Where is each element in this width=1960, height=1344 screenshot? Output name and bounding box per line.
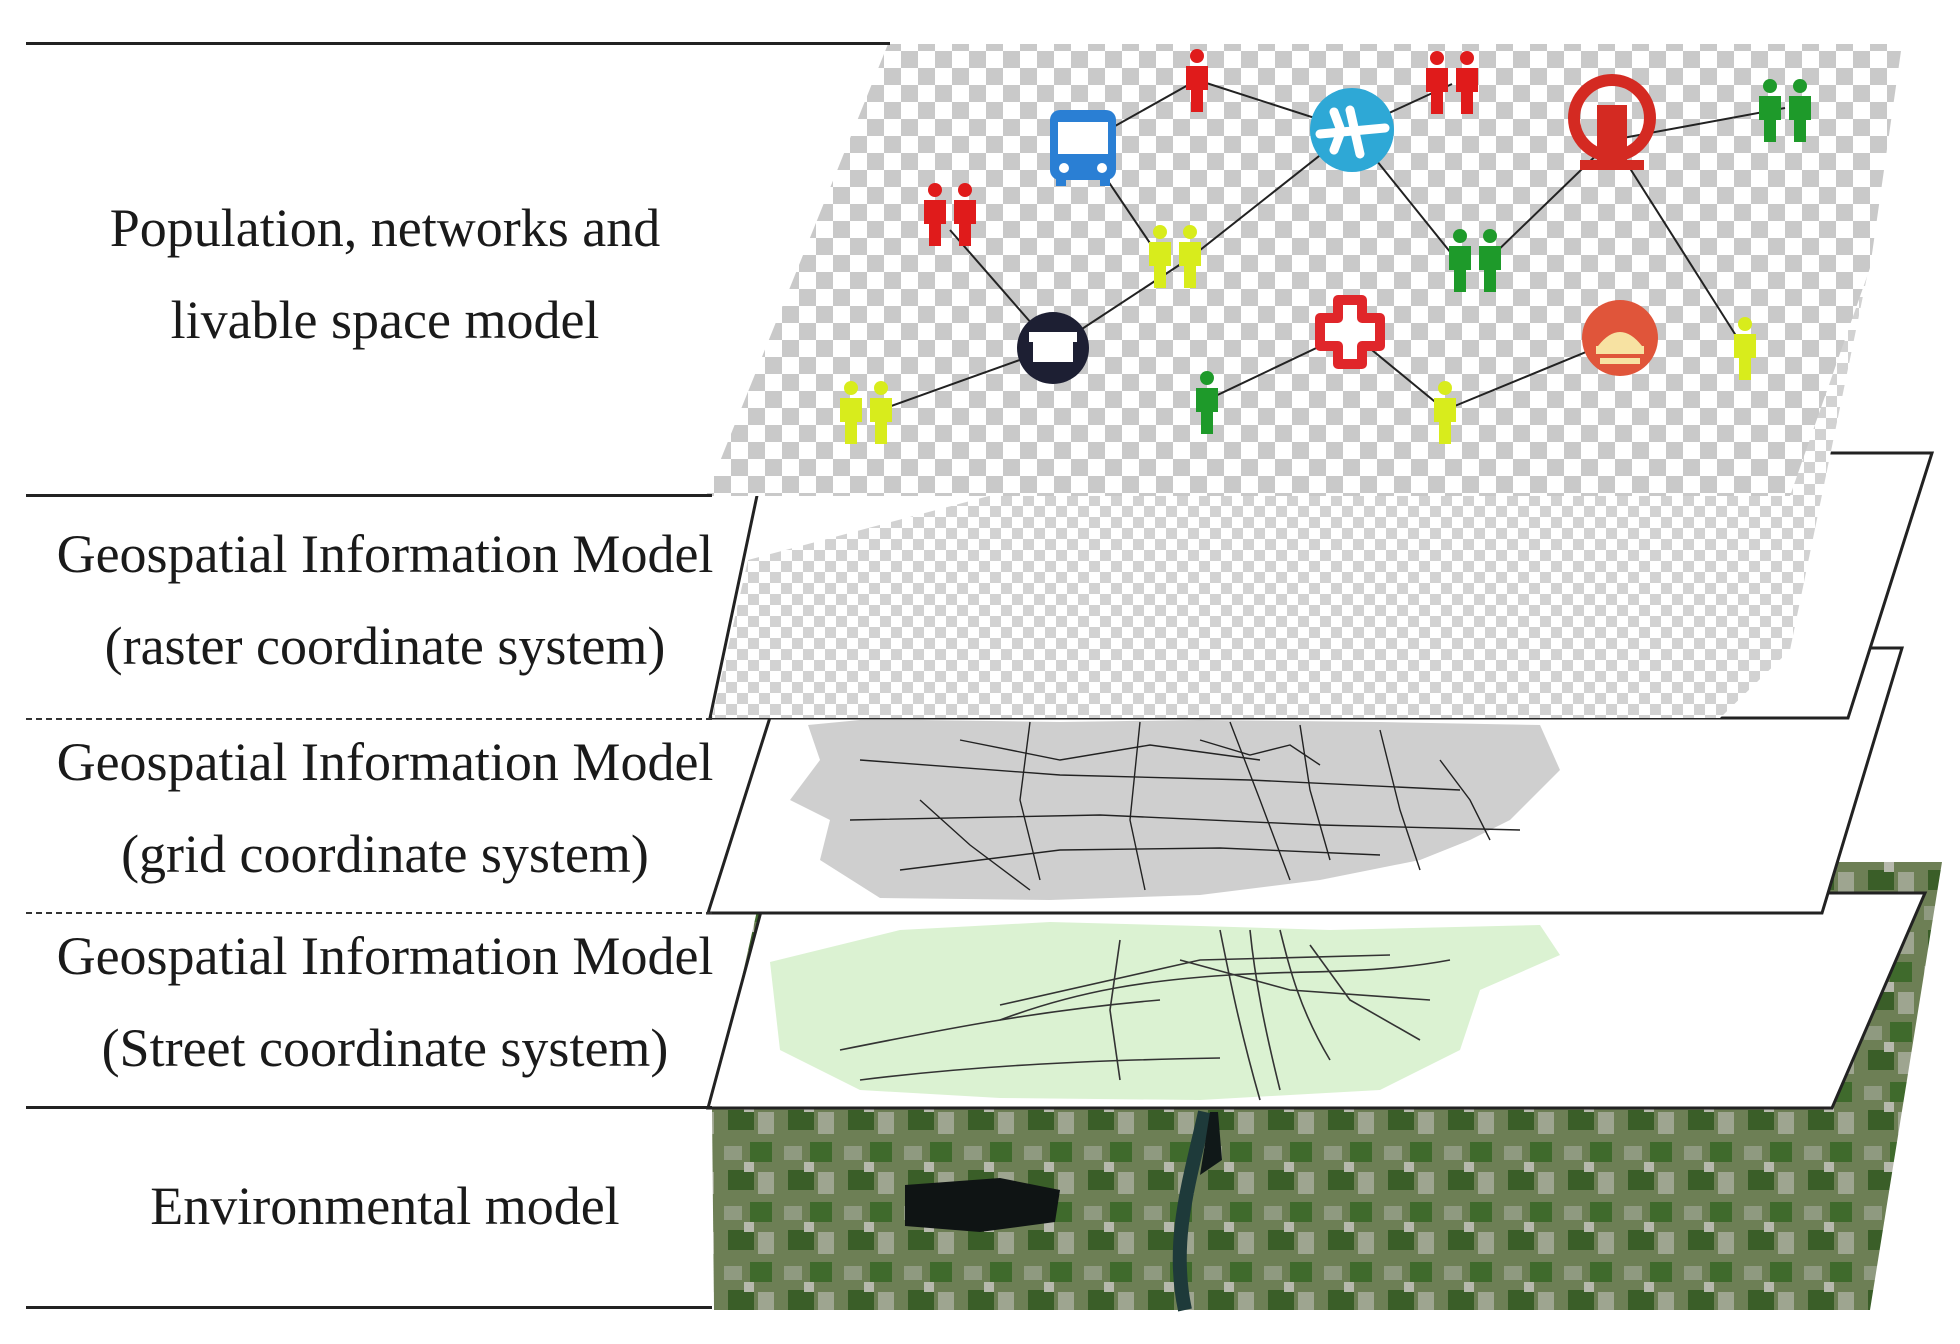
bottom-rule: [26, 1306, 712, 1309]
label-grid-layer: Geospatial Information Model (grid coord…: [0, 716, 770, 900]
label-environment-layer: Environmental model: [0, 1160, 770, 1252]
label-line: livable space model: [170, 290, 600, 350]
person-icon: [1759, 79, 1781, 142]
person-icon: [1179, 225, 1201, 288]
label-raster-layer: Geospatial Information Model (raster coo…: [0, 508, 770, 692]
rule-population-raster: [26, 494, 712, 497]
person-icon: [1186, 49, 1208, 112]
shop-icon: [1017, 312, 1089, 384]
lake: [905, 1178, 1060, 1232]
bus-icon: [1050, 110, 1116, 186]
person-icon: [1449, 229, 1471, 292]
grid-network: [849, 721, 1521, 891]
airplane-icon: [1310, 88, 1394, 172]
person-icon: [1196, 371, 1218, 434]
label-line: Geospatial Information Model: [56, 926, 714, 986]
person-icon: [1734, 317, 1756, 380]
railway-station-icon: [1568, 74, 1656, 170]
label-line: Population, networks and: [109, 198, 661, 258]
rule-grid-street: [26, 912, 712, 914]
label-line: Geospatial Information Model: [56, 524, 714, 584]
label-population-layer: Population, networks and livable space m…: [0, 182, 770, 366]
person-icon: [924, 183, 946, 246]
top-rule: [26, 42, 890, 45]
label-line: Geospatial Information Model: [56, 732, 714, 792]
label-line: Environmental model: [150, 1176, 620, 1236]
person-icon: [1479, 229, 1501, 292]
person-icon: [1426, 51, 1448, 114]
person-icon: [870, 381, 892, 444]
street-network: [839, 929, 1451, 1101]
person-icon: [1434, 381, 1456, 444]
person-icon: [954, 183, 976, 246]
label-line: (raster coordinate system): [104, 616, 666, 676]
person-icon: [1789, 79, 1811, 142]
river: [1172, 1110, 1212, 1312]
rule-raster-grid: [26, 718, 712, 720]
person-icon: [1456, 51, 1478, 114]
rule-street-environment: [26, 1106, 712, 1109]
street-region: [770, 922, 1560, 1100]
person-icon: [840, 381, 862, 444]
label-line: (Street coordinate system): [101, 1018, 669, 1078]
hospital-icon: [1315, 295, 1385, 369]
person-icon: [1149, 225, 1171, 288]
label-line: (grid coordinate system): [121, 824, 649, 884]
restaurant-icon: [1582, 300, 1658, 376]
label-street-layer: Geospatial Information Model (Street coo…: [0, 910, 770, 1094]
